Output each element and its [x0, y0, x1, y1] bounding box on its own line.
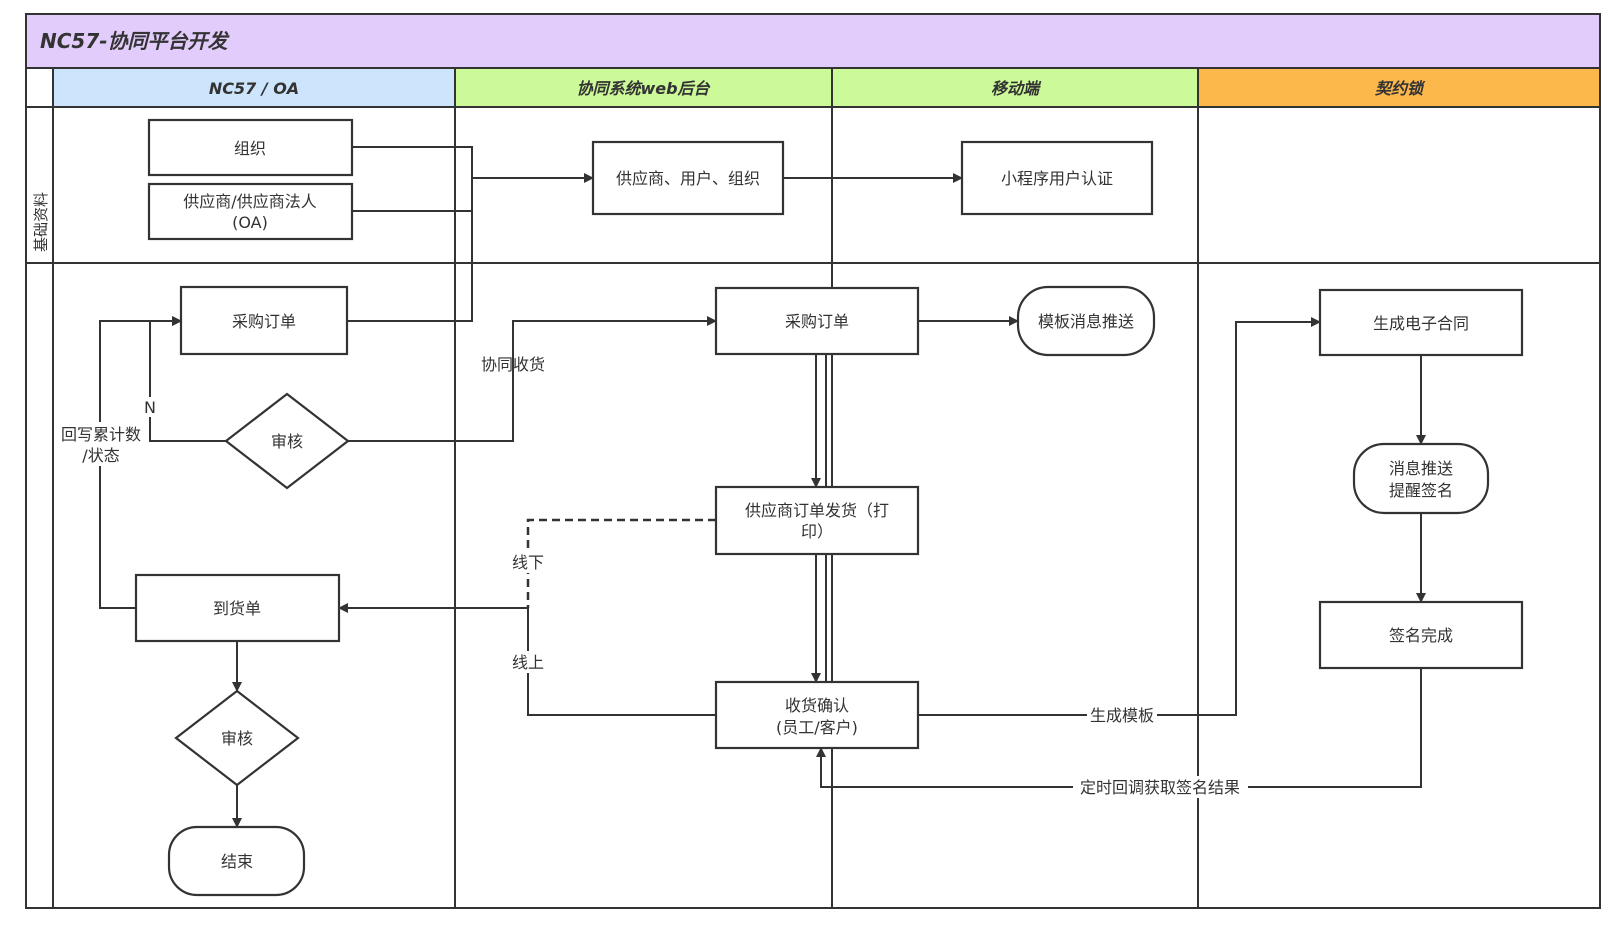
node-miniprogram-auth-label: 小程序用户认证 — [1001, 169, 1113, 188]
edge-label-writeback-1: 回写累计数 — [61, 425, 141, 444]
edge-label-online: 线上 — [512, 653, 544, 672]
edge-offline-dashed — [526, 518, 716, 608]
node-end — [167, 825, 306, 897]
node-supplier-user-org-label: 供应商、用户、组织 — [616, 169, 760, 188]
node-supplier-legal-label-2: (OA) — [232, 213, 268, 232]
node-supplier-legal-label-1: 供应商/供应商法人 — [183, 192, 316, 211]
lane-label-web-backend: 协同系统web后台 — [576, 79, 710, 98]
node-org-label: 组织 — [234, 139, 266, 158]
node-supplier-user-org — [591, 140, 785, 216]
node-arrival-note-label: 到货单 — [213, 599, 261, 618]
node-review-1-label: 审核 — [271, 432, 303, 451]
edge-label-bg-n — [141, 397, 159, 417]
node-supplier-ship-label-2: 印） — [801, 522, 833, 541]
edge-label-writeback-2: /状态 — [82, 446, 119, 465]
node-sign-done — [1318, 600, 1524, 670]
node-msg-push-label-1: 消息推送 — [1389, 459, 1453, 478]
node-supplier-ship — [714, 485, 920, 556]
edge-label-n: N — [144, 398, 156, 417]
node-receipt-confirm-label-1: 收货确认 — [785, 696, 849, 715]
node-purchase-order-nc-label: 采购订单 — [232, 312, 296, 331]
node-end-label: 结束 — [221, 852, 253, 871]
edge-label-bg-gen-template — [1087, 704, 1157, 726]
edge-label-gen-template: 生成模板 — [1090, 706, 1154, 725]
node-arrival-note — [134, 573, 341, 643]
lane-label-mobile: 移动端 — [991, 79, 1042, 98]
node-msg-push — [1352, 442, 1490, 515]
title-bar — [25, 13, 1601, 69]
node-receipt-confirm-label-2: (员工/客户) — [776, 718, 858, 737]
edge-label-bg-writeback — [57, 422, 149, 466]
node-purchase-order-nc — [179, 285, 349, 356]
node-sign-done-label: 签名完成 — [1389, 626, 1453, 645]
node-purchase-order-web-label: 采购订单 — [785, 312, 849, 331]
node-org — [147, 118, 354, 177]
lane-label-contract-lock: 契约锁 — [1374, 79, 1426, 98]
node-supplier-ship-label-1: 供应商订单发货（打 — [745, 501, 889, 520]
node-gen-contract-label: 生成电子合同 — [1373, 314, 1469, 333]
node-review-2-label: 审核 — [221, 729, 253, 748]
edge-label-bg-offline — [507, 551, 549, 573]
lane-label-nc57-oa: NC57 / OA — [209, 79, 299, 98]
edge-receipt-to-gen-contract — [918, 317, 1321, 716]
node-review-1 — [224, 392, 350, 490]
edge-po-nc-to-bracket — [347, 178, 473, 322]
edge-review-to-po-web — [348, 316, 717, 442]
node-supplier-legal — [147, 182, 354, 241]
edge-label-bg-timed-callback — [1073, 776, 1248, 798]
node-msg-push-label-2: 提醒签名 — [1389, 481, 1453, 500]
edge-label-bg-online — [507, 651, 549, 673]
edge-label-offline: 线下 — [512, 553, 544, 572]
node-template-push-label: 模板消息推送 — [1038, 312, 1134, 331]
node-template-push — [1016, 285, 1156, 357]
node-miniprogram-auth — [960, 140, 1154, 216]
page-title: NC57-协同平台开发 — [40, 29, 231, 53]
node-receipt-confirm — [714, 680, 920, 750]
node-gen-contract — [1318, 288, 1524, 357]
edge-label-collab-receive: 协同收货 — [481, 355, 545, 374]
node-purchase-order-web — [714, 286, 920, 356]
row-label-basic-data: 基础资料 — [32, 192, 50, 252]
edge-label-timed-callback: 定时回调获取签名结果 — [1080, 778, 1240, 797]
diagram-frame — [25, 13, 1601, 909]
node-review-2 — [174, 689, 300, 787]
lane-header-web-backend — [454, 67, 833, 108]
